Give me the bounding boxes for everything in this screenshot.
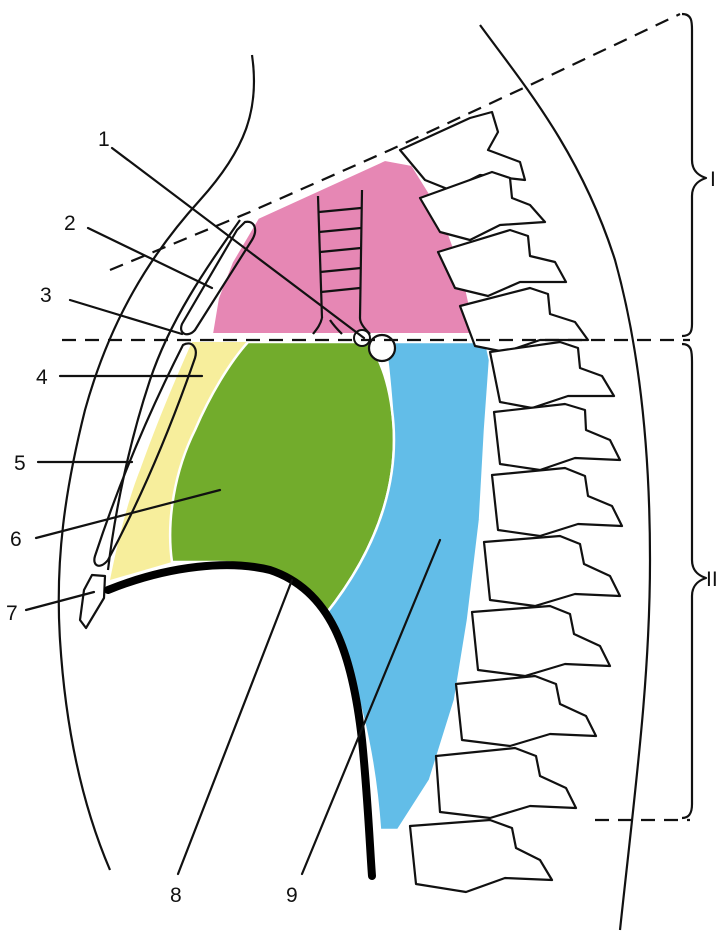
label-6: 6 [10,528,22,551]
label-region-II: II [706,568,718,591]
brace-region-II [682,344,706,818]
label-3: 3 [40,284,52,307]
label-1: 1 [98,128,110,151]
label-4: 4 [36,366,48,389]
brace-region-I [682,14,706,336]
xiphoid-process [80,575,105,628]
label-8: 8 [170,884,182,907]
label-2: 2 [64,212,76,235]
label-region-I: I [710,168,716,191]
label-7: 7 [6,602,18,625]
label-9: 9 [286,884,298,907]
superior-mediastinum-region [212,160,476,334]
label-5: 5 [14,452,26,475]
